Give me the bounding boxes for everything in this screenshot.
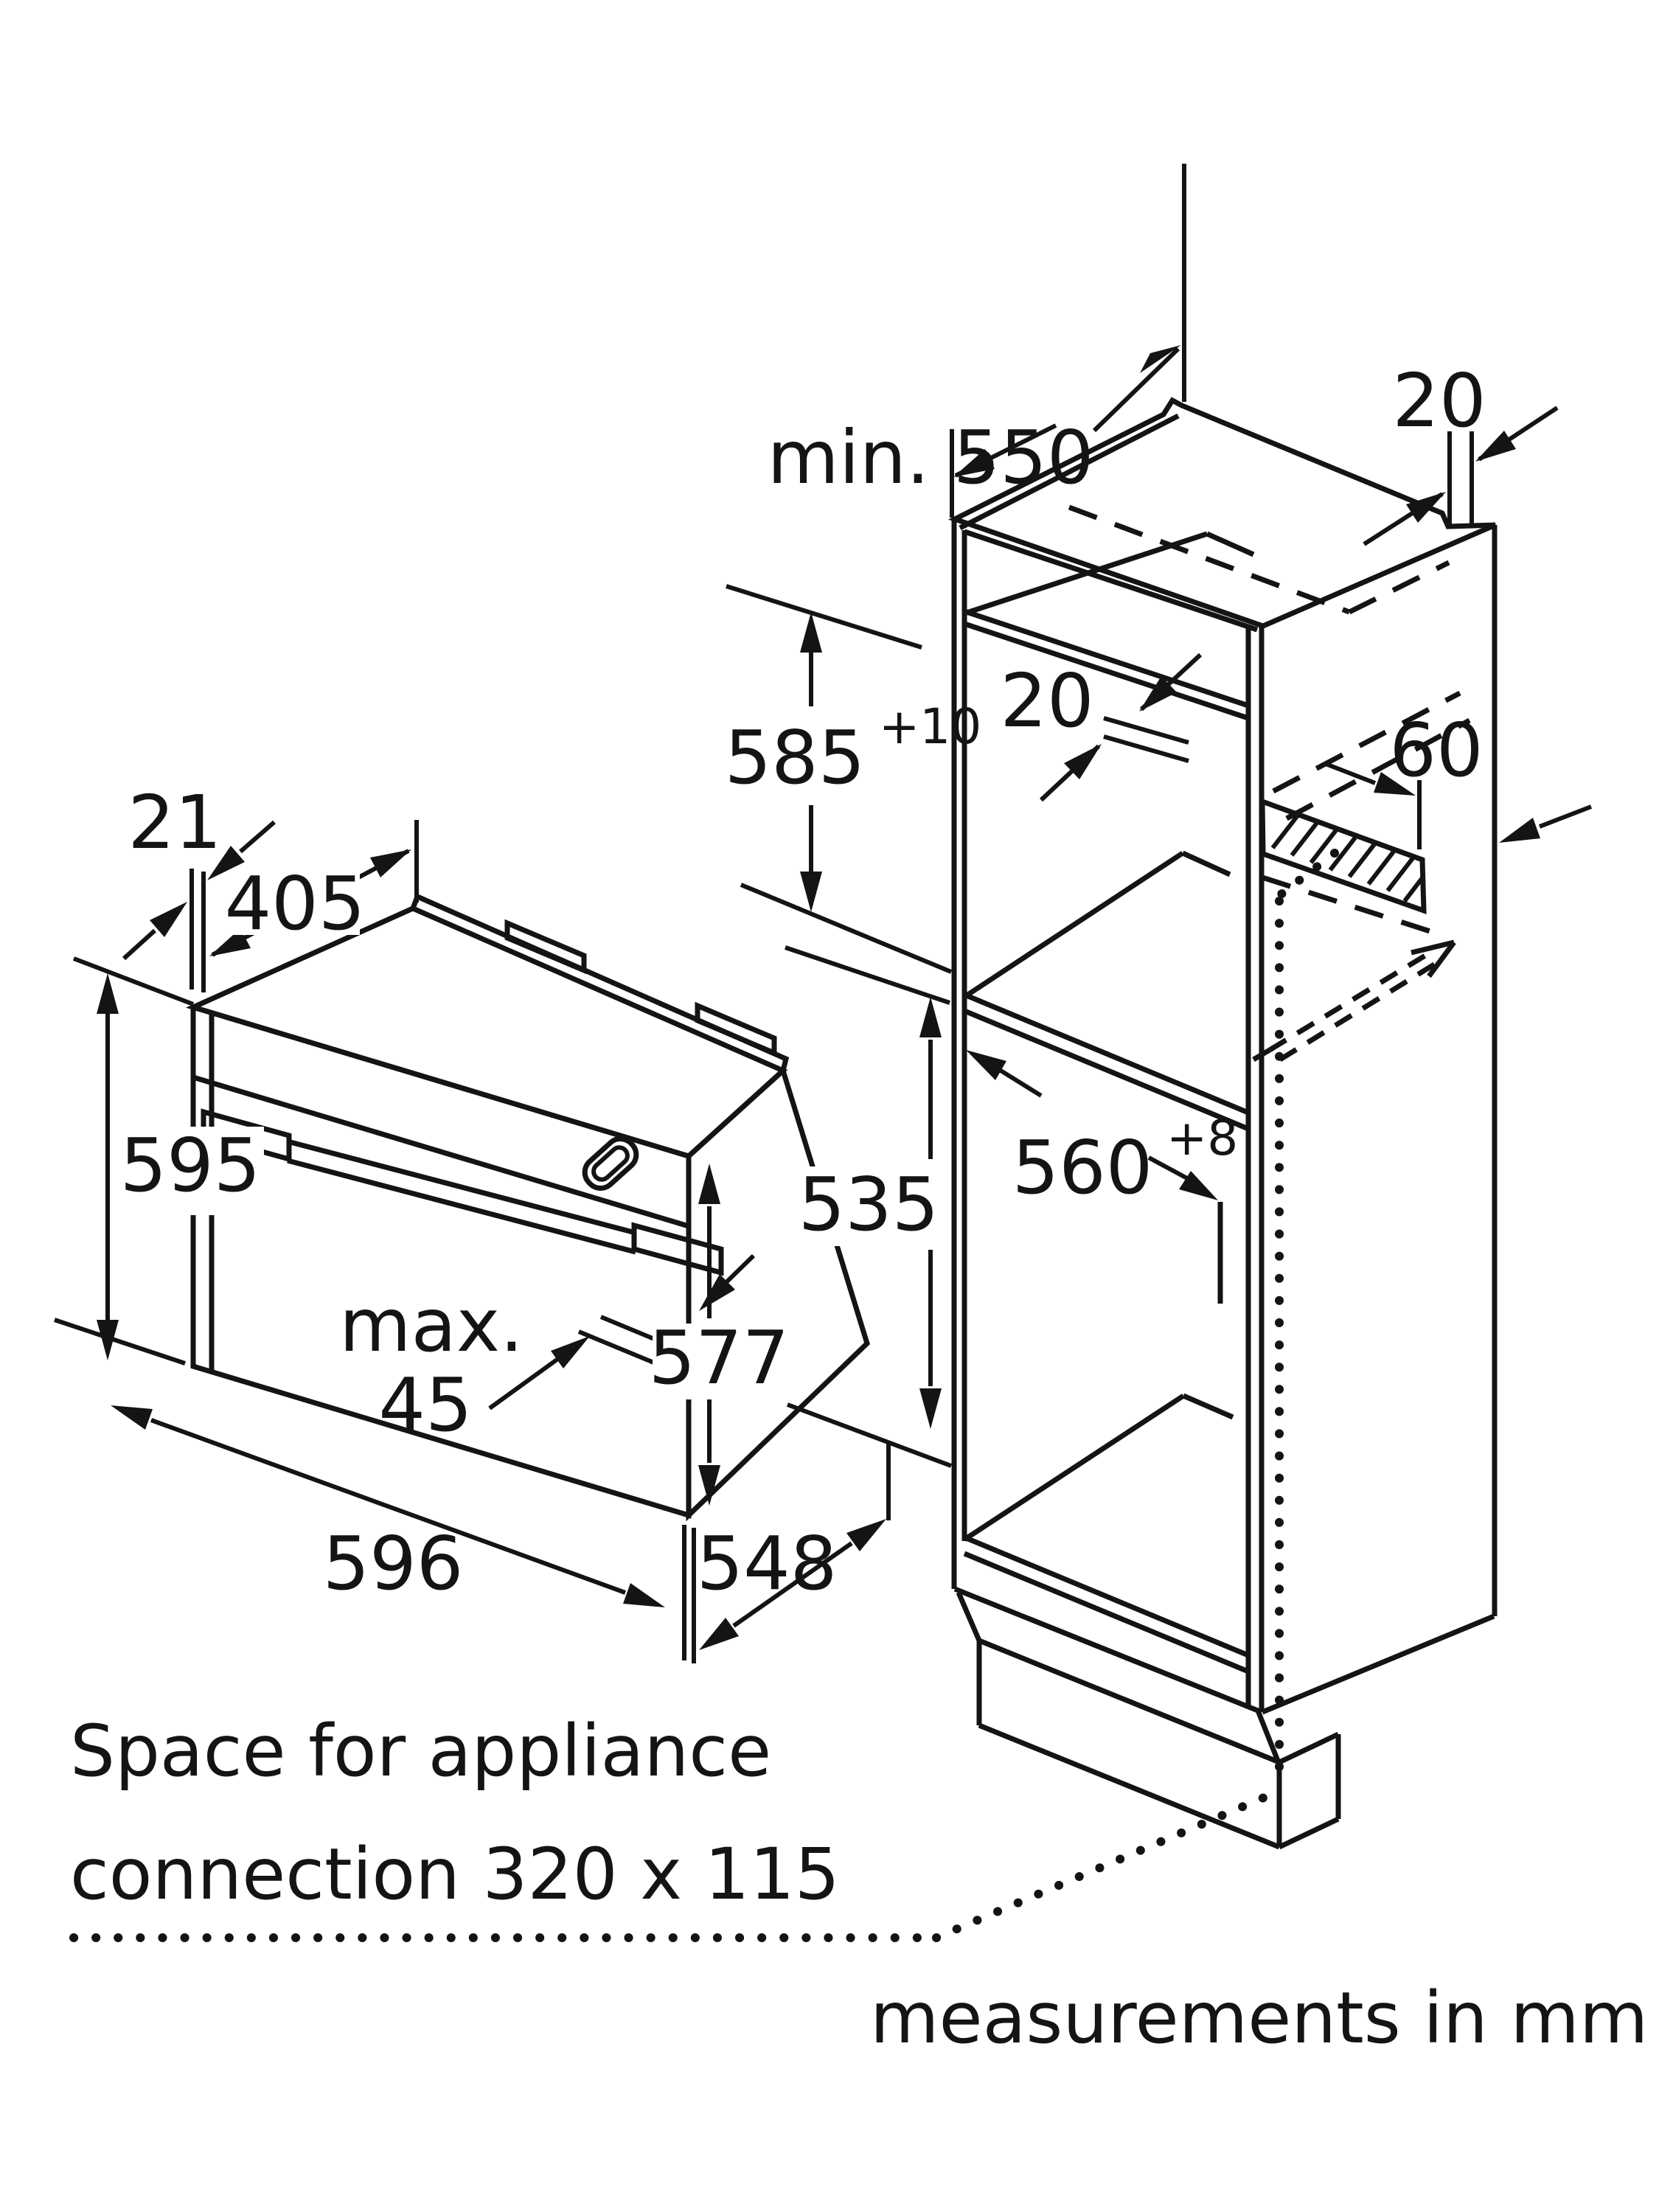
dim-body-depth: 548: [697, 1520, 838, 1607]
dim-vent-gap: 60: [1389, 707, 1483, 793]
dim-top-panel-gap: 20: [1392, 358, 1486, 444]
notes: Space for appliance connection 320 x 115…: [69, 1710, 1648, 2059]
dim-depth-min: min. 550: [767, 414, 1093, 501]
connection-note-line1: Space for appliance: [70, 1710, 771, 1792]
rear-bracket-left: [504, 919, 587, 975]
door-handle: [201, 1108, 724, 1276]
hidden-back-cutout: [1252, 690, 1471, 1062]
dim-front-height: 595: [120, 1122, 261, 1208]
dim-shelf-thickness: 20: [1000, 658, 1093, 744]
rear-bracket-right: [695, 1001, 777, 1057]
dotted-leader-diagonal: [932, 1789, 1279, 1942]
dim-width: 596: [323, 1520, 464, 1607]
cabinet-dimensions: min. 550 20 585 +10 20 60: [725, 164, 1593, 1211]
oven-drawing: [186, 893, 870, 1522]
cabinet-drawing: [948, 397, 1498, 1850]
hidden-niche-top-edge: [1068, 504, 1351, 615]
side-panel-pointer-arrow: [1499, 818, 1540, 843]
vent-hatch-strip: [1259, 797, 1427, 914]
dim-handle-projection-value: 45: [378, 1362, 472, 1448]
dim-niche-height-tolerance: +10: [879, 698, 981, 755]
connection-space-dotted-line: [1275, 849, 1339, 1773]
dim-handle-projection-prefix: max.: [339, 1282, 524, 1368]
dim-door-proud: 21: [128, 779, 221, 866]
dim-niche-width: 560: [1012, 1124, 1153, 1211]
side-grip-cutout: [582, 1136, 639, 1191]
dim-niche-width-tolerance: +8: [1166, 1110, 1238, 1166]
units-note: measurements in mm: [870, 1977, 1648, 2059]
connection-note-line2: connection 320 x 115: [70, 1833, 840, 1916]
oven-dimensions: 21 405 595 max. 45 577: [54, 779, 953, 1663]
dim-top-depth: 405: [225, 860, 366, 947]
cabinet-plinth: [976, 1638, 1341, 1850]
dim-niche-height: 585: [725, 714, 866, 801]
dim-rear-height: 535: [799, 1161, 939, 1248]
dim-body-height: 577: [649, 1315, 790, 1401]
